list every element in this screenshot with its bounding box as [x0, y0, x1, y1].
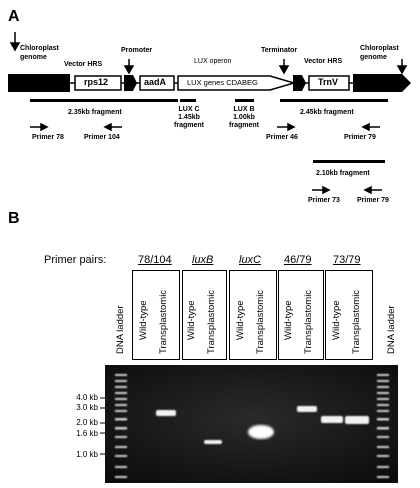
primer-73-label: Primer 73	[308, 197, 340, 204]
construct-map	[8, 74, 411, 92]
marker-1.6kb: 1.6 kb	[76, 429, 98, 438]
ladder-left-lane	[115, 374, 127, 478]
panel-b-letter: B	[8, 210, 20, 227]
lux-genes-label: LUX genes CDABEG	[187, 78, 258, 87]
band-luxC-transplastomic	[248, 425, 274, 439]
band-46-79-transplastomic	[297, 406, 317, 412]
primer-46-label: Primer 46	[266, 134, 298, 141]
fragment-luxb-label: LUX B 1.00kb fragment	[229, 106, 259, 129]
primer-104-label: Primer 104	[84, 134, 120, 141]
pair-luxB: luxB	[192, 254, 214, 266]
lux-operon-arrow	[177, 75, 297, 91]
lane-box-luxB	[182, 270, 227, 360]
arrow-down-icon	[396, 65, 408, 75]
band-luxB-transplastomic	[204, 440, 222, 444]
band-73-79-wildtype	[321, 416, 343, 423]
marker-3kb: 3.0 kb	[76, 403, 98, 412]
primer-78-label: Primer 78	[32, 134, 64, 141]
rps12-label: rps12	[84, 77, 109, 87]
aadA-gene-box	[139, 75, 175, 91]
vector-hrs-left-label: Vector HRS	[64, 61, 103, 68]
aadA-label: aadA	[144, 77, 167, 87]
lane-box-78-104	[132, 270, 180, 360]
arrow-down-icon	[9, 42, 21, 52]
pair-46-79: 46/79	[284, 254, 312, 266]
marker-4kb: 4.0 kb	[76, 393, 98, 402]
rps12-gene-box	[74, 75, 122, 91]
fragment-2.10kb-bar	[313, 160, 385, 163]
lux-operon-label: LUX operon	[194, 58, 232, 65]
pair-78-104: 78/104	[138, 254, 172, 266]
lane-box-46-79	[278, 270, 324, 360]
band-78-104-transplastomic	[156, 410, 176, 416]
terminator-arrow-icon	[293, 75, 306, 91]
trnV-gene-box	[308, 75, 350, 91]
ladder-right-lane	[377, 374, 389, 478]
pair-73-79: 73/79	[333, 254, 361, 266]
lane-box-luxC	[229, 270, 277, 360]
chloroplast-genome-right-label: Chloroplast genome	[360, 45, 399, 61]
panel-a-letter: A	[8, 8, 20, 25]
marker-1kb: 1.0 kb	[76, 450, 98, 459]
fragment-2.35kb-label: 2.35kb fragment	[68, 109, 122, 116]
fragment-2.10kb-label: 2.10kb fragment	[316, 170, 370, 177]
fragment-luxb-bar	[235, 99, 254, 102]
terminator-label: Terminator	[261, 47, 298, 54]
arrow-down-icon	[278, 65, 290, 75]
fragment-luxc-bar	[180, 99, 196, 102]
band-73-79-transplastomic	[345, 416, 369, 424]
primer-79-label: Primer 79	[344, 134, 376, 141]
vector-hrs-right-label: Vector HRS	[304, 58, 343, 65]
fragment-luxc-label: LUX C 1.45kb fragment	[174, 106, 204, 129]
pair-luxC: luxC	[239, 254, 262, 266]
promoter-arrow-icon	[124, 75, 137, 91]
promoter-label: Promoter	[121, 47, 153, 54]
primer-pairs-label: Primer pairs:	[44, 254, 107, 266]
arrow-down-icon	[123, 65, 135, 75]
chloroplast-genome-left-label: Chloroplast genome	[20, 45, 59, 61]
marker-2kb: 2.0 kb	[76, 418, 98, 427]
fragment-2.45kb-bar	[280, 99, 388, 102]
fragment-2.35kb-bar	[30, 99, 178, 102]
primer-79-lower-label: Primer 79	[357, 197, 389, 204]
fragment-2.45kb-label: 2.45kb fragment	[300, 109, 354, 116]
trnV-label: TrnV	[318, 77, 339, 87]
lane-box-73-79	[325, 270, 373, 360]
